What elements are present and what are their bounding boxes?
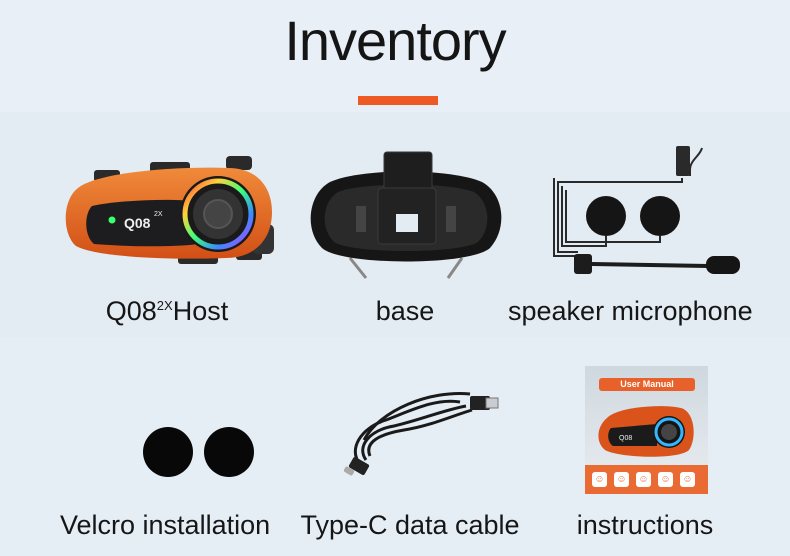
feature-icon: ☺ bbox=[658, 472, 673, 487]
title-underline bbox=[358, 96, 438, 105]
velcro-pads-image bbox=[143, 427, 254, 477]
manual-device-illustration: Q08 bbox=[598, 406, 694, 457]
manual-device-badge: Q08 bbox=[619, 435, 632, 442]
item-label-type-c-cable: Type-C data cable bbox=[300, 510, 520, 540]
item-label-speaker-microphone: speaker microphone bbox=[508, 296, 753, 326]
page-title: Inventory bbox=[284, 9, 506, 72]
feature-icon: ☺ bbox=[614, 472, 629, 487]
feature-icon: ☺ bbox=[636, 472, 651, 487]
feature-icon: ☺ bbox=[680, 472, 695, 487]
item-label-velcro: Velcro installation bbox=[60, 510, 271, 540]
manual-feature-icons: ☺ ☺ ☺ ☺ ☺ bbox=[592, 472, 695, 487]
host-device-image: Q08 2X bbox=[65, 156, 274, 264]
host-label-tail: Host bbox=[172, 296, 229, 326]
manual-heading: User Manual bbox=[599, 378, 695, 391]
speaker-microphone-image bbox=[553, 146, 740, 274]
base-mount-image bbox=[310, 151, 502, 279]
host-badge-text: Q08 bbox=[124, 215, 151, 231]
host-label-model: Q08 bbox=[105, 296, 157, 326]
host-badge-sup: 2X bbox=[154, 211, 163, 218]
item-label-instructions: instructions bbox=[576, 510, 714, 540]
feature-icon: ☺ bbox=[592, 472, 607, 487]
header-band bbox=[0, 0, 790, 112]
item-label-base: base bbox=[375, 296, 435, 326]
type-c-cable-image bbox=[343, 391, 499, 476]
user-manual-image: User Manual Q08 ☺ ☺ ☺ ☺ ☺ bbox=[585, 366, 708, 494]
item-label-host: Q082XHost bbox=[82, 296, 252, 327]
host-label-sup: 2X bbox=[156, 298, 173, 313]
